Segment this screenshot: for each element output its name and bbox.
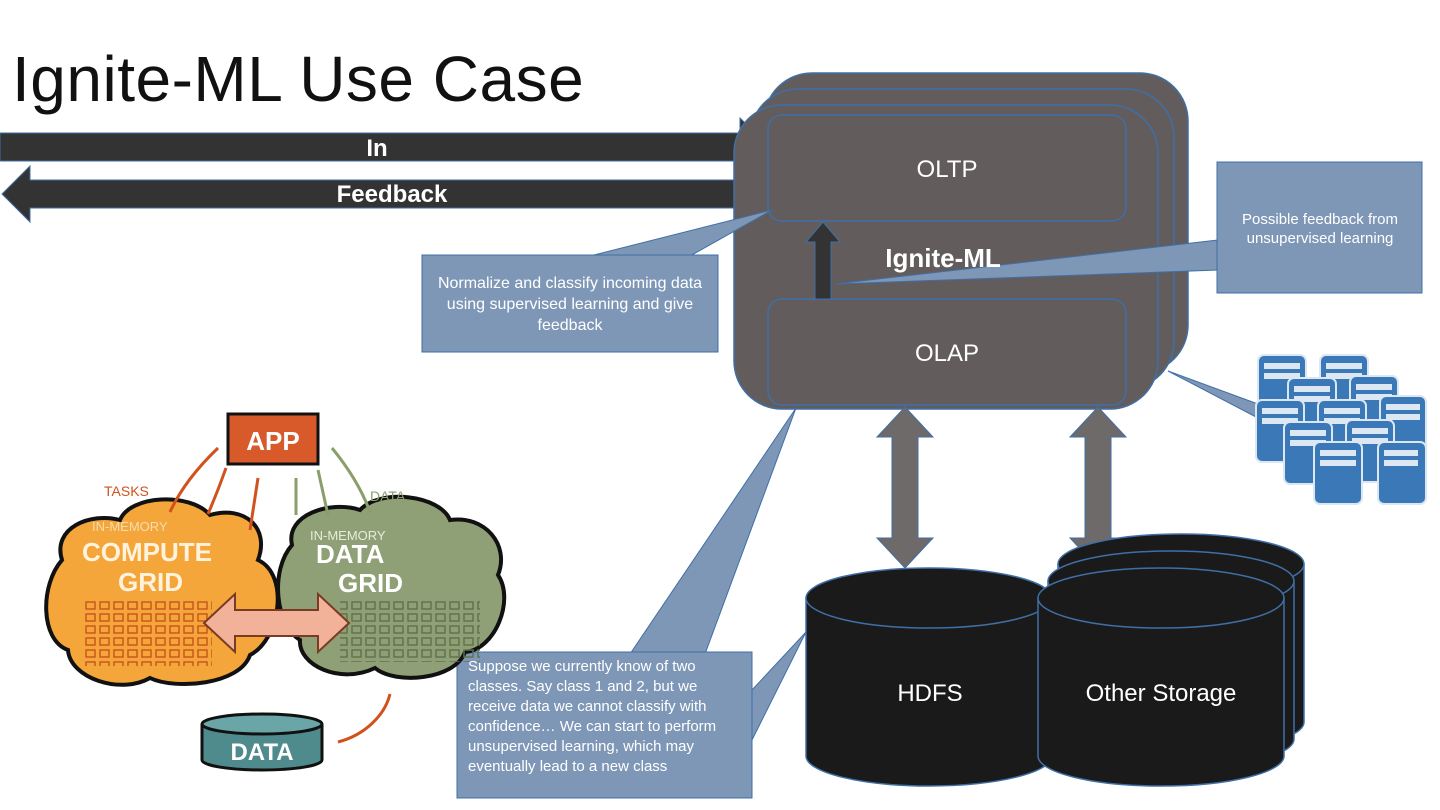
callout-unsupervised-feedback-text: Possible feedback from unsupervised lear…: [1242, 211, 1398, 247]
in-arrow: In: [0, 116, 771, 178]
hdfs-label: HDFS: [897, 680, 962, 707]
olap-to-oltp-arrow: [804, 221, 842, 300]
compute-grid-label-1: COMPUTE: [82, 537, 212, 567]
callout-new-class-text: Suppose we currently know of two classes…: [468, 658, 717, 775]
ignite-ml-label: Ignite-ML: [885, 243, 1001, 273]
data-arrows: [294, 447, 372, 516]
app-label: APP: [246, 426, 299, 456]
feedback-arrow-label: Feedback: [337, 181, 448, 208]
data-annotation: DATA: [370, 488, 406, 504]
olap-label: OLAP: [915, 340, 979, 367]
callout-unsupervised-feedback: [834, 161, 1423, 294]
grid-exchange-arrow: [202, 591, 351, 655]
compute-grid-squares: [82, 600, 212, 666]
oltp-label: OLTP: [917, 156, 978, 183]
server-cluster-icon: [1255, 354, 1427, 505]
olap-box: [767, 298, 1127, 406]
hdfs-cylinder: HDFS: [805, 567, 1053, 787]
in-arrow-label: In: [366, 135, 387, 162]
tasks-annotation: TASKS: [104, 483, 149, 499]
app-box: [226, 412, 320, 466]
data-in-memory-label: IN-MEMORY: [310, 528, 386, 543]
compute-in-memory-label: IN-MEMORY: [92, 519, 168, 534]
hdfs-double-arrow: [875, 406, 935, 569]
other-storage-label: Other Storage: [1086, 680, 1237, 707]
feedback-arrow: Feedback: [1, 164, 771, 224]
callout-supervised-text: Normalize and classify incoming data usi…: [437, 275, 703, 334]
grid-sketch: APP TASKS DATA IN-MEMORY COMPUTE GRID IN…: [44, 412, 507, 772]
slide-title: Ignite-ML Use Case: [12, 43, 585, 115]
data-store-cylinder: [200, 724, 324, 772]
compute-grid-label-2: GRID: [118, 567, 183, 597]
data-store-arrow: [337, 693, 392, 744]
callout-new-class: [456, 407, 807, 799]
oltp-box: [767, 114, 1127, 222]
ignite-ml-stack: OLTP OLAP: [733, 72, 1189, 410]
other-storage-cylinders: Other Storage: [1037, 533, 1305, 787]
data-store-label: DATA: [230, 739, 293, 766]
data-grid-label-2: GRID: [338, 568, 403, 598]
server-cluster-connector: [1167, 370, 1259, 419]
callout-supervised: [421, 209, 773, 353]
data-grid-label-1: DATA: [316, 539, 385, 569]
task-arrows: [168, 446, 260, 531]
data-grid-squares: [340, 598, 480, 662]
